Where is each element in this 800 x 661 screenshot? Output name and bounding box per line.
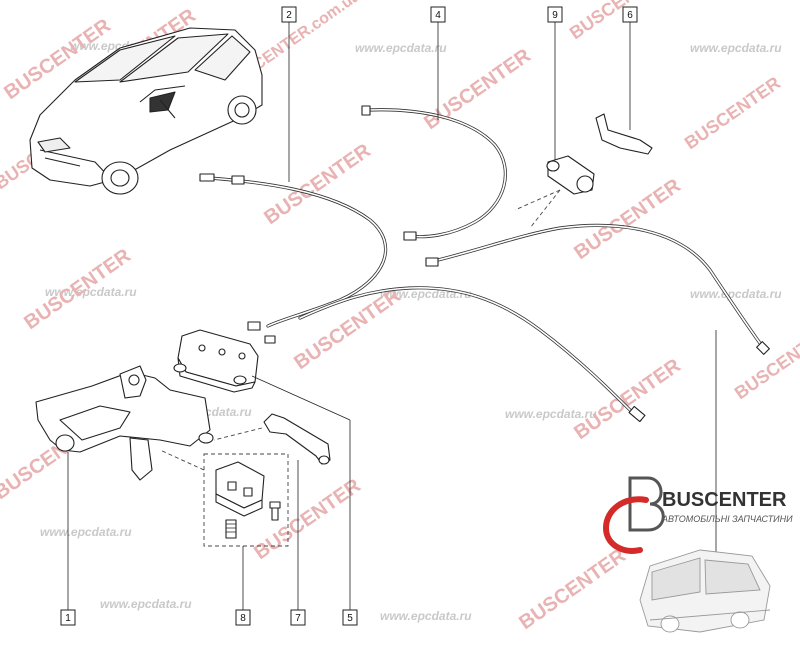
watermark-epc: www.epcdata.ru bbox=[380, 609, 472, 623]
hood-lever-part-1 bbox=[35, 365, 214, 481]
callout-number: 1 bbox=[65, 613, 71, 624]
dashed-leader bbox=[514, 189, 561, 211]
watermark-epc: www.epcdata.ru bbox=[100, 597, 192, 611]
logo-name: BUSCENTER bbox=[662, 489, 787, 511]
lock-mechanism-part-5 bbox=[173, 321, 276, 393]
callout-number: 6 bbox=[627, 10, 633, 21]
callout-number: 8 bbox=[240, 613, 246, 624]
dashed-leader bbox=[529, 189, 561, 229]
watermark-epc: www.epcdata.ru bbox=[690, 287, 782, 301]
callout-number: 9 bbox=[552, 10, 558, 21]
logo-c-icon bbox=[602, 496, 649, 554]
callout-number: 2 bbox=[286, 10, 292, 21]
callout-7: 7 bbox=[290, 609, 306, 626]
car-illustration bbox=[29, 27, 263, 195]
callout-5: 5 bbox=[342, 609, 358, 626]
watermark-brand: BUSCENTER bbox=[515, 544, 630, 634]
bus-illustration bbox=[639, 549, 771, 633]
cable-2 bbox=[199, 173, 388, 328]
watermark-epc: www.epcdata.ru bbox=[505, 407, 597, 421]
watermark-brand: BUSCENTER bbox=[420, 44, 535, 134]
watermark-epc: www.epcdata.ru bbox=[690, 41, 782, 55]
watermark-brand: BUSCENTER bbox=[731, 323, 800, 404]
latch-box-part-8 bbox=[203, 453, 289, 547]
logo-b-icon bbox=[628, 476, 665, 532]
cable-4 bbox=[361, 105, 507, 241]
watermark-brand: BUSCENTER bbox=[681, 73, 784, 154]
bracket-part-7 bbox=[263, 413, 331, 465]
callout-1: 1 bbox=[60, 609, 76, 626]
watermark-brand: BUSCENTER bbox=[260, 139, 375, 229]
callout-number: 4 bbox=[435, 10, 441, 21]
callout-8: 8 bbox=[235, 609, 251, 626]
cable-3 bbox=[298, 223, 770, 423]
logo-tagline: АВТОМОБІЛЬНІ ЗАПЧАСТИНИ bbox=[661, 514, 793, 524]
watermark-epc: www.epcdata.ru bbox=[45, 285, 137, 299]
watermark-epc: www.epcdata.ru bbox=[355, 41, 447, 55]
callout-4: 4 bbox=[430, 6, 446, 23]
dashed-leader bbox=[159, 449, 205, 471]
dashed-leader bbox=[213, 427, 263, 441]
watermark-brand: BUSCENTER bbox=[250, 474, 365, 564]
buscenter-logo: BUSCENTER АВТОМОБІЛЬНІ ЗАПЧАСТИНИ bbox=[602, 476, 793, 633]
watermark-brand: BUSCENTER bbox=[566, 0, 669, 43]
bracket-part-6 bbox=[595, 113, 653, 155]
callout-6: 6 bbox=[622, 6, 638, 23]
callout-2: 2 bbox=[281, 6, 297, 23]
leader-lines bbox=[67, 22, 717, 610]
callout-number: 7 bbox=[295, 613, 301, 624]
connector-part-9 bbox=[546, 155, 595, 195]
callout-number: 5 bbox=[347, 613, 353, 624]
watermark-epc: www.epcdata.ru bbox=[40, 525, 132, 539]
callout-9: 9 bbox=[547, 6, 563, 23]
